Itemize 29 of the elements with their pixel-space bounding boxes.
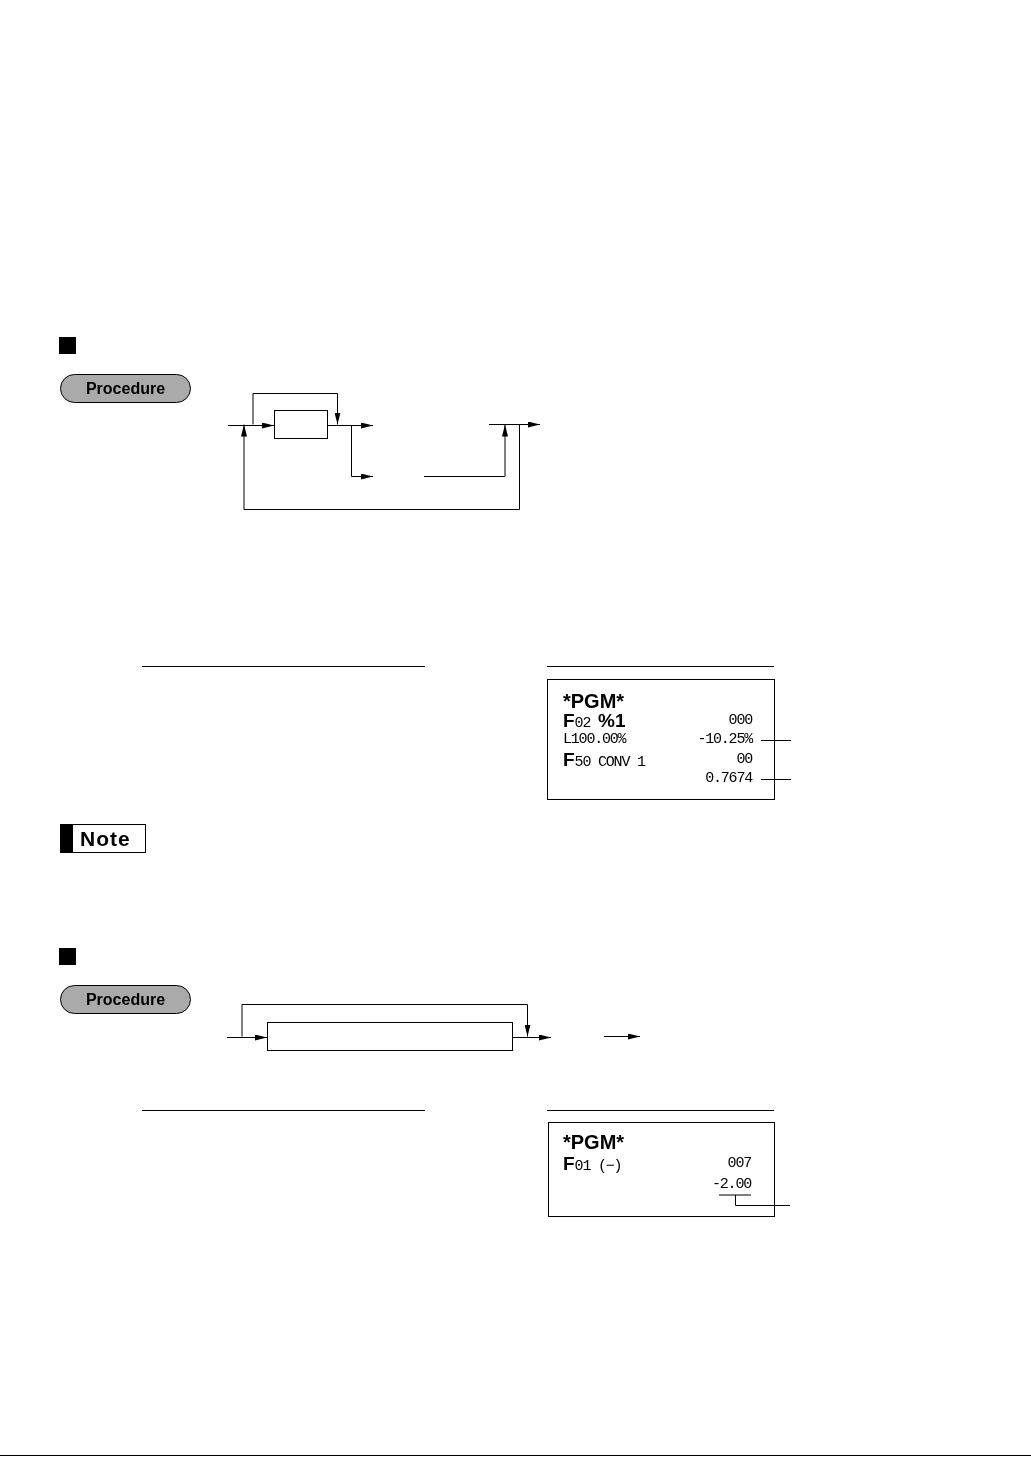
arrow bbox=[327, 425, 374, 480]
receipt-text: 00 bbox=[736, 752, 752, 768]
receipt-text: 000 bbox=[728, 713, 752, 729]
leader-line bbox=[760, 779, 792, 780]
procedure-text: Procedure bbox=[85, 379, 166, 398]
arrow bbox=[227, 422, 275, 429]
receipt-text: L100.00% bbox=[563, 732, 626, 748]
process-box bbox=[267, 1022, 513, 1051]
receipt-text: *PGM* bbox=[563, 691, 625, 711]
procedure-tag bbox=[60, 374, 191, 403]
receipt-text: -2.00 bbox=[712, 1177, 751, 1193]
note-badge bbox=[60, 824, 146, 853]
receipt-printout bbox=[547, 679, 775, 800]
leader-line bbox=[718, 1194, 791, 1206]
receipt-text: *PGM* bbox=[563, 1132, 625, 1152]
arrow bbox=[512, 1034, 552, 1041]
receipt-text: -10.25% bbox=[697, 732, 752, 748]
process-box bbox=[274, 410, 328, 439]
receipt-text: F02 %1 bbox=[563, 713, 626, 732]
note-title: Note bbox=[80, 827, 131, 850]
arrow bbox=[226, 1034, 268, 1041]
receipt-text: 007 bbox=[727, 1156, 751, 1172]
receipt-text: 0.7674 bbox=[705, 771, 752, 787]
receipt-text: F50 CONV 1 bbox=[563, 752, 645, 771]
receipt-text: F01 (−) bbox=[563, 1156, 622, 1175]
procedure-tag bbox=[60, 985, 191, 1014]
procedure-text: Procedure bbox=[85, 990, 166, 1009]
leader-line bbox=[760, 740, 792, 741]
receipt-printout bbox=[548, 1122, 775, 1217]
